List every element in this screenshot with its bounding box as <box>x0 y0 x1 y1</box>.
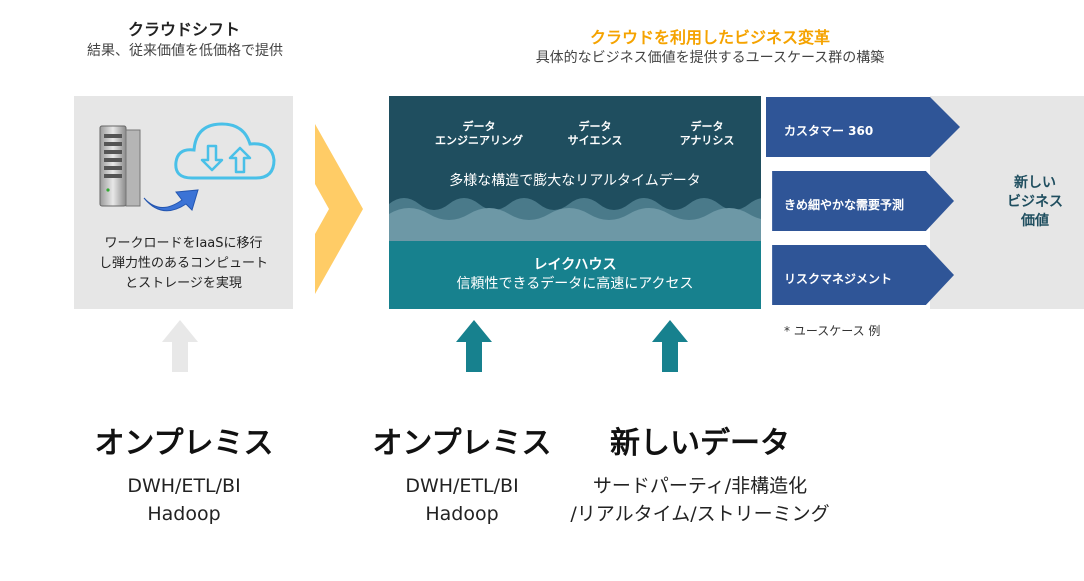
cloud-shift-desc-line1: ワークロードをIaaSに移行 <box>104 236 263 251</box>
detail-line2: Hadoop <box>147 503 221 525</box>
on-premise-details-left: DWH/ETL/BI Hadoop <box>60 472 308 528</box>
category-line2: エンジニアリング <box>435 134 523 147</box>
cloud-shift-desc-line3: とストレージを実現 <box>125 276 242 291</box>
detail-line1: DWH/ETL/BI <box>405 475 519 497</box>
up-arrow-icon <box>652 320 688 372</box>
use-case-demand-forecast: きめ細やかな需要予測 <box>784 198 905 212</box>
use-case-risk-management: リスクマネジメント <box>784 272 893 286</box>
use-case-customer-360: カスタマー 360 <box>784 124 874 138</box>
lakehouse-title: レイクハウス <box>533 257 617 273</box>
new-data-title: 新しいデータ <box>610 426 790 461</box>
business-transformation-subtitle: 具体的なビジネス価値を提供するユースケース群の構築 <box>535 50 885 66</box>
category-data-science: データ サイエンス <box>550 120 640 148</box>
on-premise-title-left: オンプレミス <box>94 426 274 461</box>
detail-line2: /リアルタイム/ストリーミング <box>570 503 830 525</box>
up-arrow-icon <box>456 320 492 372</box>
category-line1: データ <box>462 120 496 133</box>
new-business-value-label: 新しい ビジネス 価値 <box>990 174 1080 231</box>
use-case-arrow-risk-management <box>772 245 954 305</box>
value-line3: 価値 <box>1021 213 1049 229</box>
category-line1: データ <box>690 120 724 133</box>
on-premise-title-middle: オンプレミス <box>372 426 552 461</box>
cloud-shift-desc-line2: し弾力性のあるコンピュート <box>98 256 268 271</box>
chevron-right-icon <box>315 124 363 294</box>
category-line1: データ <box>578 120 612 133</box>
value-line1: 新しい <box>1014 175 1056 191</box>
cloud-upload-download-icon <box>174 122 276 180</box>
detail-line2: Hadoop <box>425 503 499 525</box>
realtime-data-label: 多様な構造で膨大なリアルタイムデータ <box>449 173 701 189</box>
cloud-shift-description: ワークロードをIaaSに移行 し弾力性のあるコンピュート とストレージを実現 <box>74 234 293 294</box>
use-case-arrow-demand-forecast <box>772 171 954 231</box>
category-line2: サイエンス <box>567 134 623 147</box>
business-transformation-title: クラウドを利用したビジネス変革 <box>589 28 830 47</box>
new-data-details: サードパーティ/非構造化 /リアルタイム/ストリーミング <box>560 472 840 528</box>
detail-line1: DWH/ETL/BI <box>127 475 241 497</box>
data-platform-box <box>389 96 761 309</box>
up-arrow-icon <box>162 320 198 372</box>
cloud-shift-subtitle: 結果、従来価値を低価格で提供 <box>87 43 283 59</box>
category-data-engineering: データ エンジニアリング <box>434 120 524 148</box>
use-case-arrow-customer-360 <box>766 97 960 157</box>
category-data-analysis: データ アナリシス <box>662 120 752 148</box>
detail-line1: サードパーティ/非構造化 <box>592 475 808 497</box>
curved-arrow-icon <box>143 189 199 212</box>
cloud-shift-title: クラウドシフト <box>127 20 240 39</box>
category-line2: アナリシス <box>679 134 735 147</box>
on-premise-details-middle: DWH/ETL/BI Hadoop <box>338 472 586 528</box>
value-line2: ビジネス <box>1007 194 1063 210</box>
lakehouse-subtitle: 信頼性できるデータに高速にアクセス <box>456 276 694 292</box>
server-icon <box>99 125 141 207</box>
use-case-note: * ユースケース 例 <box>784 324 881 338</box>
